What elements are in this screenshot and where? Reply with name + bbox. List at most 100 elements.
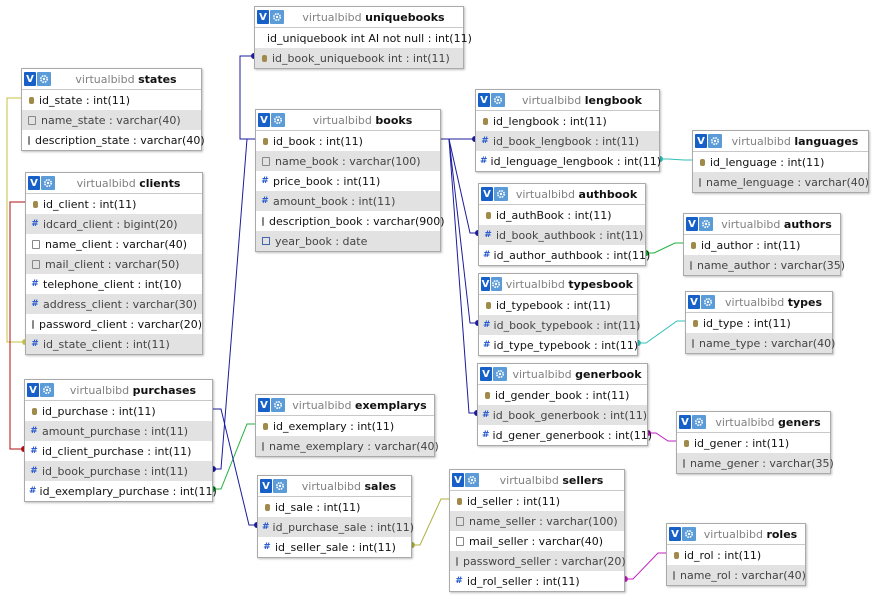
column-row[interactable]: description_book : varchar(900) (256, 211, 445, 231)
gear-icon[interactable] (270, 10, 284, 24)
gear-icon[interactable] (271, 113, 285, 127)
table-title[interactable]: virtualbibd sales (287, 480, 411, 493)
column-row[interactable]: name_exemplary : varchar(40) (256, 436, 439, 456)
column-row[interactable]: name_author : varchar(35) (684, 255, 845, 275)
column-row[interactable]: #amount_book : int(11) (256, 191, 440, 211)
gear-icon[interactable] (41, 176, 55, 190)
table-title[interactable]: virtualbibd types (715, 296, 832, 309)
column-row[interactable]: id_gener : int(11) (677, 433, 830, 453)
gear-icon[interactable] (708, 134, 722, 148)
column-row[interactable]: name_client : varchar(40) (26, 234, 202, 254)
column-row[interactable]: id_exemplary : int(11) (256, 416, 434, 436)
gear-icon[interactable] (491, 277, 502, 291)
table-title[interactable]: virtualbibd geners (706, 416, 830, 429)
column-row[interactable]: password_seller : varchar(20) (450, 551, 626, 571)
table-title[interactable]: virtualbibd exemplarys (285, 399, 434, 412)
gear-icon[interactable] (37, 72, 51, 86)
column-row[interactable]: id_uniquebook int AI not null : int(11) (255, 28, 472, 48)
table-title[interactable]: virtualbibd clients (55, 177, 202, 190)
column-row[interactable]: id_purchase : int(11) (25, 401, 212, 421)
toggle-columns-icon[interactable]: V (688, 295, 700, 309)
table-title[interactable]: virtualbibd generbook (507, 368, 647, 381)
table-title[interactable]: virtualbibd authors (713, 218, 840, 231)
table-title[interactable]: virtualbibd roles (696, 528, 805, 541)
toggle-columns-icon[interactable]: V (478, 93, 490, 107)
column-row[interactable]: #id_book_authbook : int(11) (479, 225, 645, 245)
column-row[interactable]: id_state : int(11) (22, 90, 201, 110)
column-row[interactable]: id_typebook : int(11) (479, 295, 637, 315)
column-row[interactable]: #id_seller_sale : int(11) (258, 537, 411, 557)
gear-icon[interactable] (692, 415, 706, 429)
toggle-columns-icon[interactable]: V (480, 367, 492, 381)
gear-icon[interactable] (682, 527, 696, 541)
column-row[interactable]: password_client : varchar(20) (26, 314, 202, 334)
column-row[interactable]: #idcard_client : bigint(20) (26, 214, 202, 234)
table-title[interactable]: virtualbibd books (285, 114, 440, 127)
table-title[interactable]: virtualbibd typesbook (502, 278, 637, 291)
column-row[interactable]: id_book : int(11) (256, 131, 440, 151)
table-title[interactable]: virtualbibd purchases (54, 384, 212, 397)
column-row[interactable]: name_type : varchar(40) (686, 333, 835, 353)
column-row[interactable]: name_seller : varchar(100) (450, 511, 624, 531)
gear-icon[interactable] (699, 217, 713, 231)
column-row[interactable]: id_rol : int(11) (667, 545, 805, 565)
column-row[interactable]: #id_lenguage_lengbook : int(11) (476, 151, 661, 171)
column-row[interactable]: name_lenguage : varchar(40) (693, 172, 869, 192)
column-row[interactable]: #id_purchase_sale : int(11) (258, 517, 414, 537)
column-row[interactable]: id_book_uniquebook int : int(11) (255, 48, 463, 68)
column-row[interactable]: #id_client_purchase : int(11) (25, 441, 212, 461)
column-row[interactable]: #amount_purchase : int(11) (25, 421, 212, 441)
toggle-columns-icon[interactable]: V (24, 72, 36, 86)
column-row[interactable]: name_rol : varchar(40) (667, 565, 806, 585)
toggle-columns-icon[interactable]: V (452, 473, 464, 487)
column-row[interactable]: mail_client : varchar(50) (26, 254, 202, 274)
column-row[interactable]: #id_book_purchase : int(11) (25, 461, 212, 481)
gear-icon[interactable] (273, 479, 287, 493)
column-row[interactable]: id_type : int(11) (686, 313, 832, 333)
column-row[interactable]: name_gener : varchar(35) (677, 453, 834, 473)
column-row[interactable]: #id_author_authbook : int(11) (479, 245, 650, 265)
column-row[interactable]: #telephone_client : int(10) (26, 274, 202, 294)
column-row[interactable]: id_authBook : int(11) (479, 205, 645, 225)
gear-icon[interactable] (493, 367, 507, 381)
column-row[interactable]: id_lengbook : int(11) (476, 111, 659, 131)
toggle-columns-icon[interactable]: V (260, 479, 272, 493)
column-row[interactable]: #id_book_lengbook : int(11) (476, 131, 659, 151)
column-row[interactable]: #id_rol_seller : int(11) (450, 571, 624, 591)
column-row[interactable]: #id_state_client : int(11) (26, 334, 202, 354)
toggle-columns-icon[interactable]: V (258, 398, 270, 412)
table-title[interactable]: virtualbibd uniquebooks (284, 11, 463, 24)
table-title[interactable]: virtualbibd sellers (479, 474, 624, 487)
column-row[interactable]: name_book : varchar(100) (256, 151, 440, 171)
toggle-columns-icon[interactable]: V (481, 187, 493, 201)
column-row[interactable]: #address_client : varchar(30) (26, 294, 202, 314)
table-title[interactable]: virtualbibd languages (722, 135, 868, 148)
toggle-columns-icon[interactable]: V (669, 527, 681, 541)
toggle-columns-icon[interactable]: V (258, 113, 270, 127)
column-row[interactable]: id_author : int(11) (684, 235, 840, 255)
column-row[interactable]: year_book : date (256, 231, 440, 251)
toggle-columns-icon[interactable]: V (28, 176, 40, 190)
toggle-columns-icon[interactable]: V (679, 415, 691, 429)
column-row[interactable]: #id_book_generbook : int(11) (478, 405, 647, 425)
column-row[interactable]: #id_type_typebook : int(11) (479, 335, 638, 355)
gear-icon[interactable] (40, 383, 54, 397)
